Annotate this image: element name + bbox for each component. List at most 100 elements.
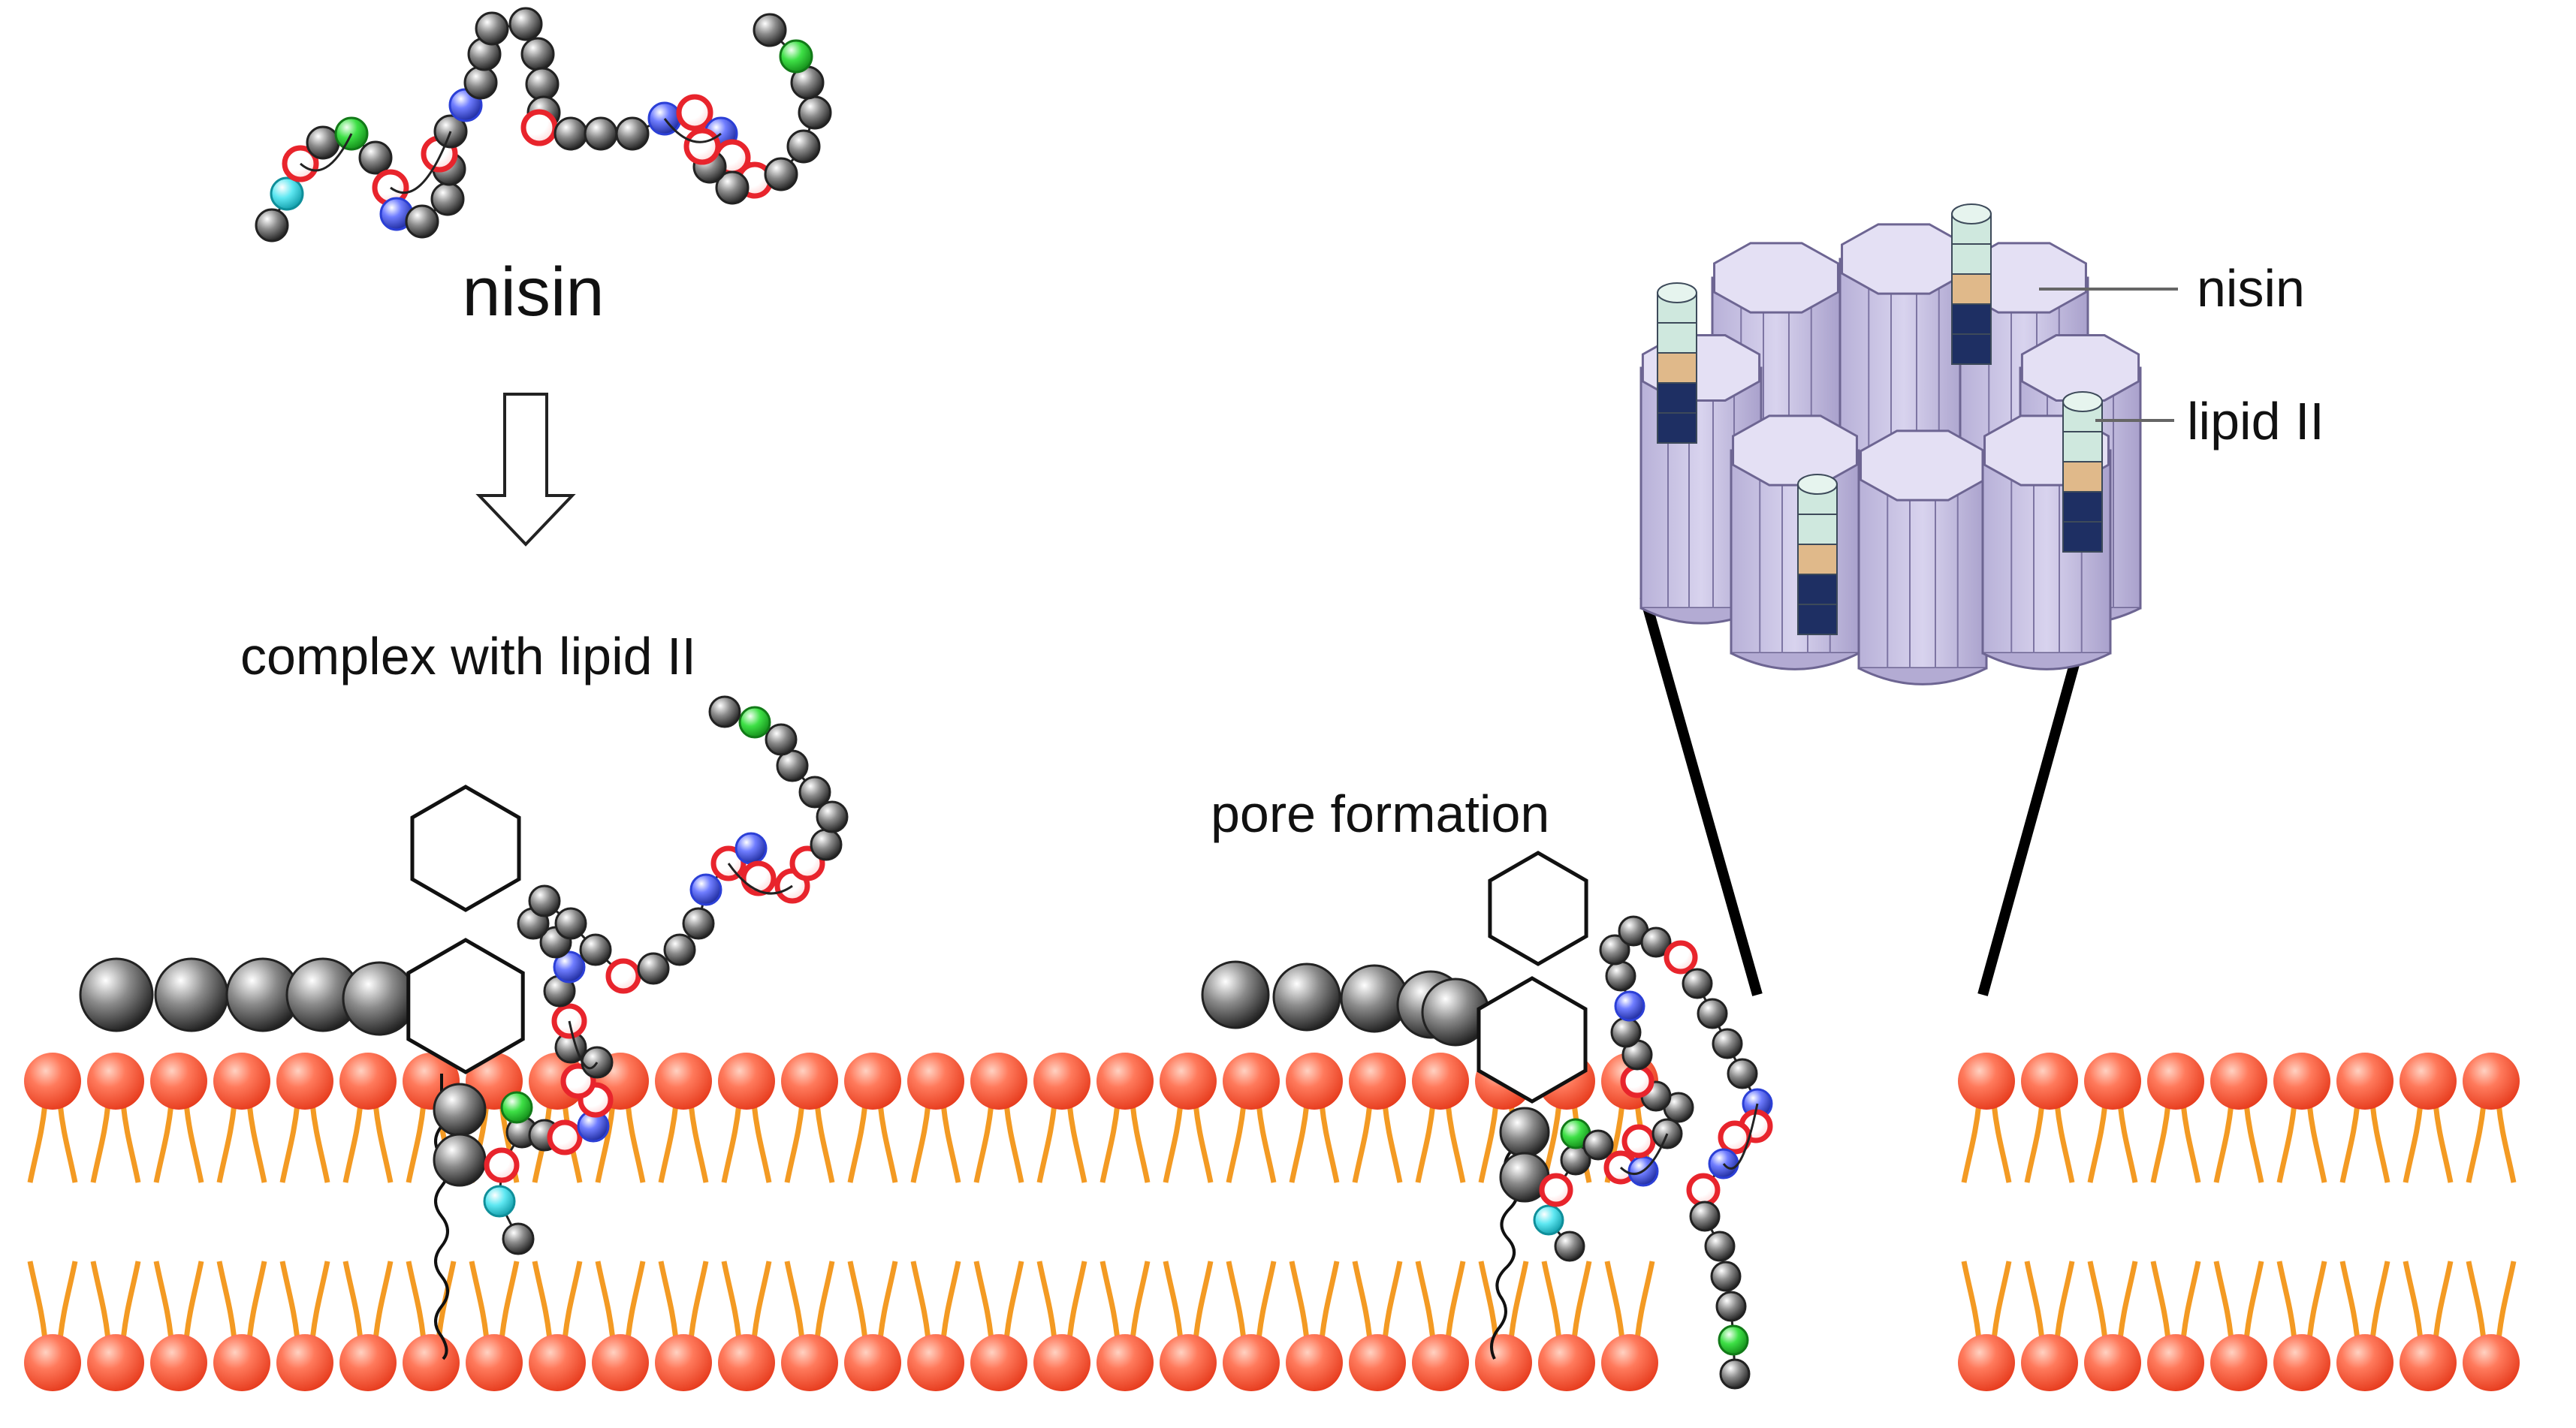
lipid-tail [2306,1261,2327,1341]
lipid-head [276,1334,333,1391]
lipid-head [2084,1334,2141,1391]
column-top [1713,242,1839,314]
lipid-tail [2466,1103,2487,1183]
lipid-tail [2496,1261,2517,1341]
lipid-tail [2087,1103,2108,1183]
column-top [1732,414,1858,487]
residue-bead [734,832,768,865]
lipid-tail [2276,1103,2297,1183]
lipid-tail [1445,1261,1466,1341]
lipid-head [2463,1334,2520,1391]
ring-bond [1722,1103,1759,1170]
lipid-tail [183,1261,204,1341]
residue-bead [1614,990,1645,1022]
phosphate-bead [1499,1107,1550,1158]
residue-bead [1715,1291,1747,1322]
lipid-ii-top [1657,282,1697,303]
lipid-tail [1991,1103,2012,1183]
lipid-ii-segment [1951,303,1992,335]
lipid-tail [877,1103,898,1183]
lipid-head [1160,1053,1217,1110]
sugar-ring [1477,976,1588,1104]
complex-label: complex with lipid II [240,627,696,685]
lipid-tail [1604,1261,1625,1341]
nisin-title: nisin [462,254,604,330]
lipid-head [2400,1053,2457,1110]
lipid-tail [814,1261,835,1341]
lipid-ii-segment [1657,322,1697,354]
lipid-tail [1478,1103,1499,1183]
lipid-head [907,1053,964,1110]
lipid-head [1958,1334,2015,1391]
lipid-tail [1226,1261,1247,1341]
residue-bead [615,116,650,151]
zoom-line-right [1977,614,2093,996]
lipid-tail [1066,1103,1087,1183]
residue-bead [1533,1204,1564,1236]
lipid-tail [309,1103,330,1183]
lipid-tail [847,1261,868,1341]
lipid-head [1958,1053,2015,1110]
lipid-head [1033,1053,1090,1110]
residue-bead [1712,1028,1743,1059]
lipid-ii-segment [2062,521,2103,553]
residue-bead [1610,1017,1642,1048]
lipid-head [1223,1053,1280,1110]
residue-bead [1599,934,1630,966]
pore-forming-complex [1201,851,1773,1390]
residue-bead [520,109,558,146]
residue-bead [1664,940,1698,975]
pore-formation-label: pore formation [1211,785,1549,843]
column-base [1730,652,1860,670]
lipid-tail [1541,1261,1562,1341]
residue-bead [553,950,586,984]
residue-bead [765,723,798,756]
residue-bead [741,860,777,896]
lipid-tail [1066,1261,1087,1341]
residue-bead [1620,1064,1654,1098]
lipid-tail [2403,1103,2424,1183]
lipid-tail [2433,1103,2454,1183]
lipid-tail [57,1261,78,1341]
residue-bead [483,1185,516,1218]
ring-bond [300,133,353,172]
residue-bead [508,7,543,41]
lipid-tail [120,1261,141,1341]
lipid-head [1349,1334,1406,1391]
lipid-head [2336,1334,2394,1391]
lipid-head [339,1053,397,1110]
lipid-head [1286,1334,1343,1391]
lipid-tail [1991,1261,2012,1341]
lipid-head [844,1334,901,1391]
column-base [1858,667,1987,685]
lipid-head [655,1334,712,1391]
lipid-tail [309,1261,330,1341]
lipid-tail [1634,1261,1655,1341]
lipid-tail [2024,1103,2045,1183]
lipid-tail [246,1103,267,1183]
lipid-tail [1508,1261,1529,1341]
lipid-tail [1352,1103,1373,1183]
lipid-head [2273,1053,2330,1110]
lipid-head [2463,1053,2520,1110]
lipid-tail [1036,1261,1057,1341]
residue-bead [358,140,393,175]
lipid-head [1412,1334,1469,1391]
lipid-tail [90,1103,111,1183]
lipid-tail [2339,1261,2360,1341]
ring-bond [727,863,793,895]
lipid-head [213,1334,270,1391]
lipid-tail [784,1103,805,1183]
lipid-tail [1099,1103,1121,1183]
lipid-tail [1478,1261,1499,1341]
residue-bead [520,37,555,71]
lipid-tail [1319,1261,1340,1341]
lipid-tail [279,1103,300,1183]
lipid-tail [847,1103,868,1183]
column-base [1982,652,2111,670]
residue-bead [715,170,750,205]
residue-bead [1697,998,1728,1029]
nisin-lipid-ii-complex [79,695,849,1360]
lipid-tail [2496,1103,2517,1183]
